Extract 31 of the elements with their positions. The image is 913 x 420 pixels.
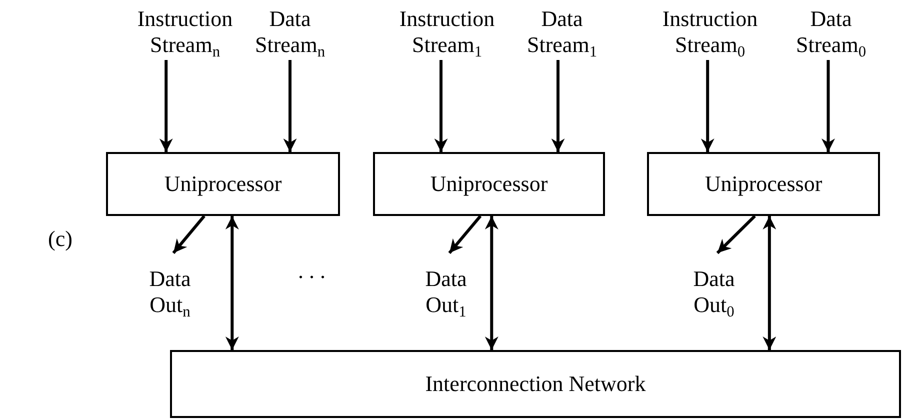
box-label: Interconnection Network bbox=[425, 370, 646, 398]
box-label: Uniprocessor bbox=[704, 170, 822, 198]
stream-label: Data Stream$_{0}$ bbox=[794, 6, 868, 58]
arrow bbox=[448, 215, 482, 254]
arrow bbox=[159, 60, 173, 152]
stream-label: Data Stream$_{n}$ bbox=[254, 6, 326, 58]
box-label: Uniprocessor bbox=[164, 170, 282, 198]
panel-label: (c) bbox=[48, 226, 72, 252]
stream-label: Instruction Stream$_{n}$ bbox=[136, 6, 234, 58]
arrow bbox=[762, 216, 776, 350]
arrow bbox=[225, 216, 239, 350]
arrow bbox=[716, 214, 756, 254]
stream-label: Data Out$_{0}$ bbox=[692, 266, 736, 318]
arrow bbox=[172, 215, 206, 254]
ellipsis: . . . bbox=[298, 258, 326, 284]
arrow bbox=[283, 60, 297, 152]
stream-label: Data Out$_{n}$ bbox=[148, 266, 192, 318]
process-box bbox=[647, 152, 880, 216]
stream-label: Instruction Stream$_{0}$ bbox=[661, 6, 759, 58]
arrow bbox=[434, 60, 448, 152]
stream-label: Data Out$_{1}$ bbox=[424, 266, 468, 318]
stream-label: Data Stream$_{1}$ bbox=[526, 6, 598, 58]
process-box bbox=[170, 350, 901, 418]
arrow bbox=[484, 216, 498, 350]
arrow bbox=[822, 60, 835, 152]
box-label: Uniprocessor bbox=[430, 170, 548, 198]
process-box bbox=[106, 152, 340, 216]
arrow bbox=[700, 60, 714, 152]
process-box bbox=[373, 152, 605, 216]
arrow bbox=[551, 60, 565, 152]
stream-label: Instruction Stream$_{1}$ bbox=[398, 6, 496, 58]
